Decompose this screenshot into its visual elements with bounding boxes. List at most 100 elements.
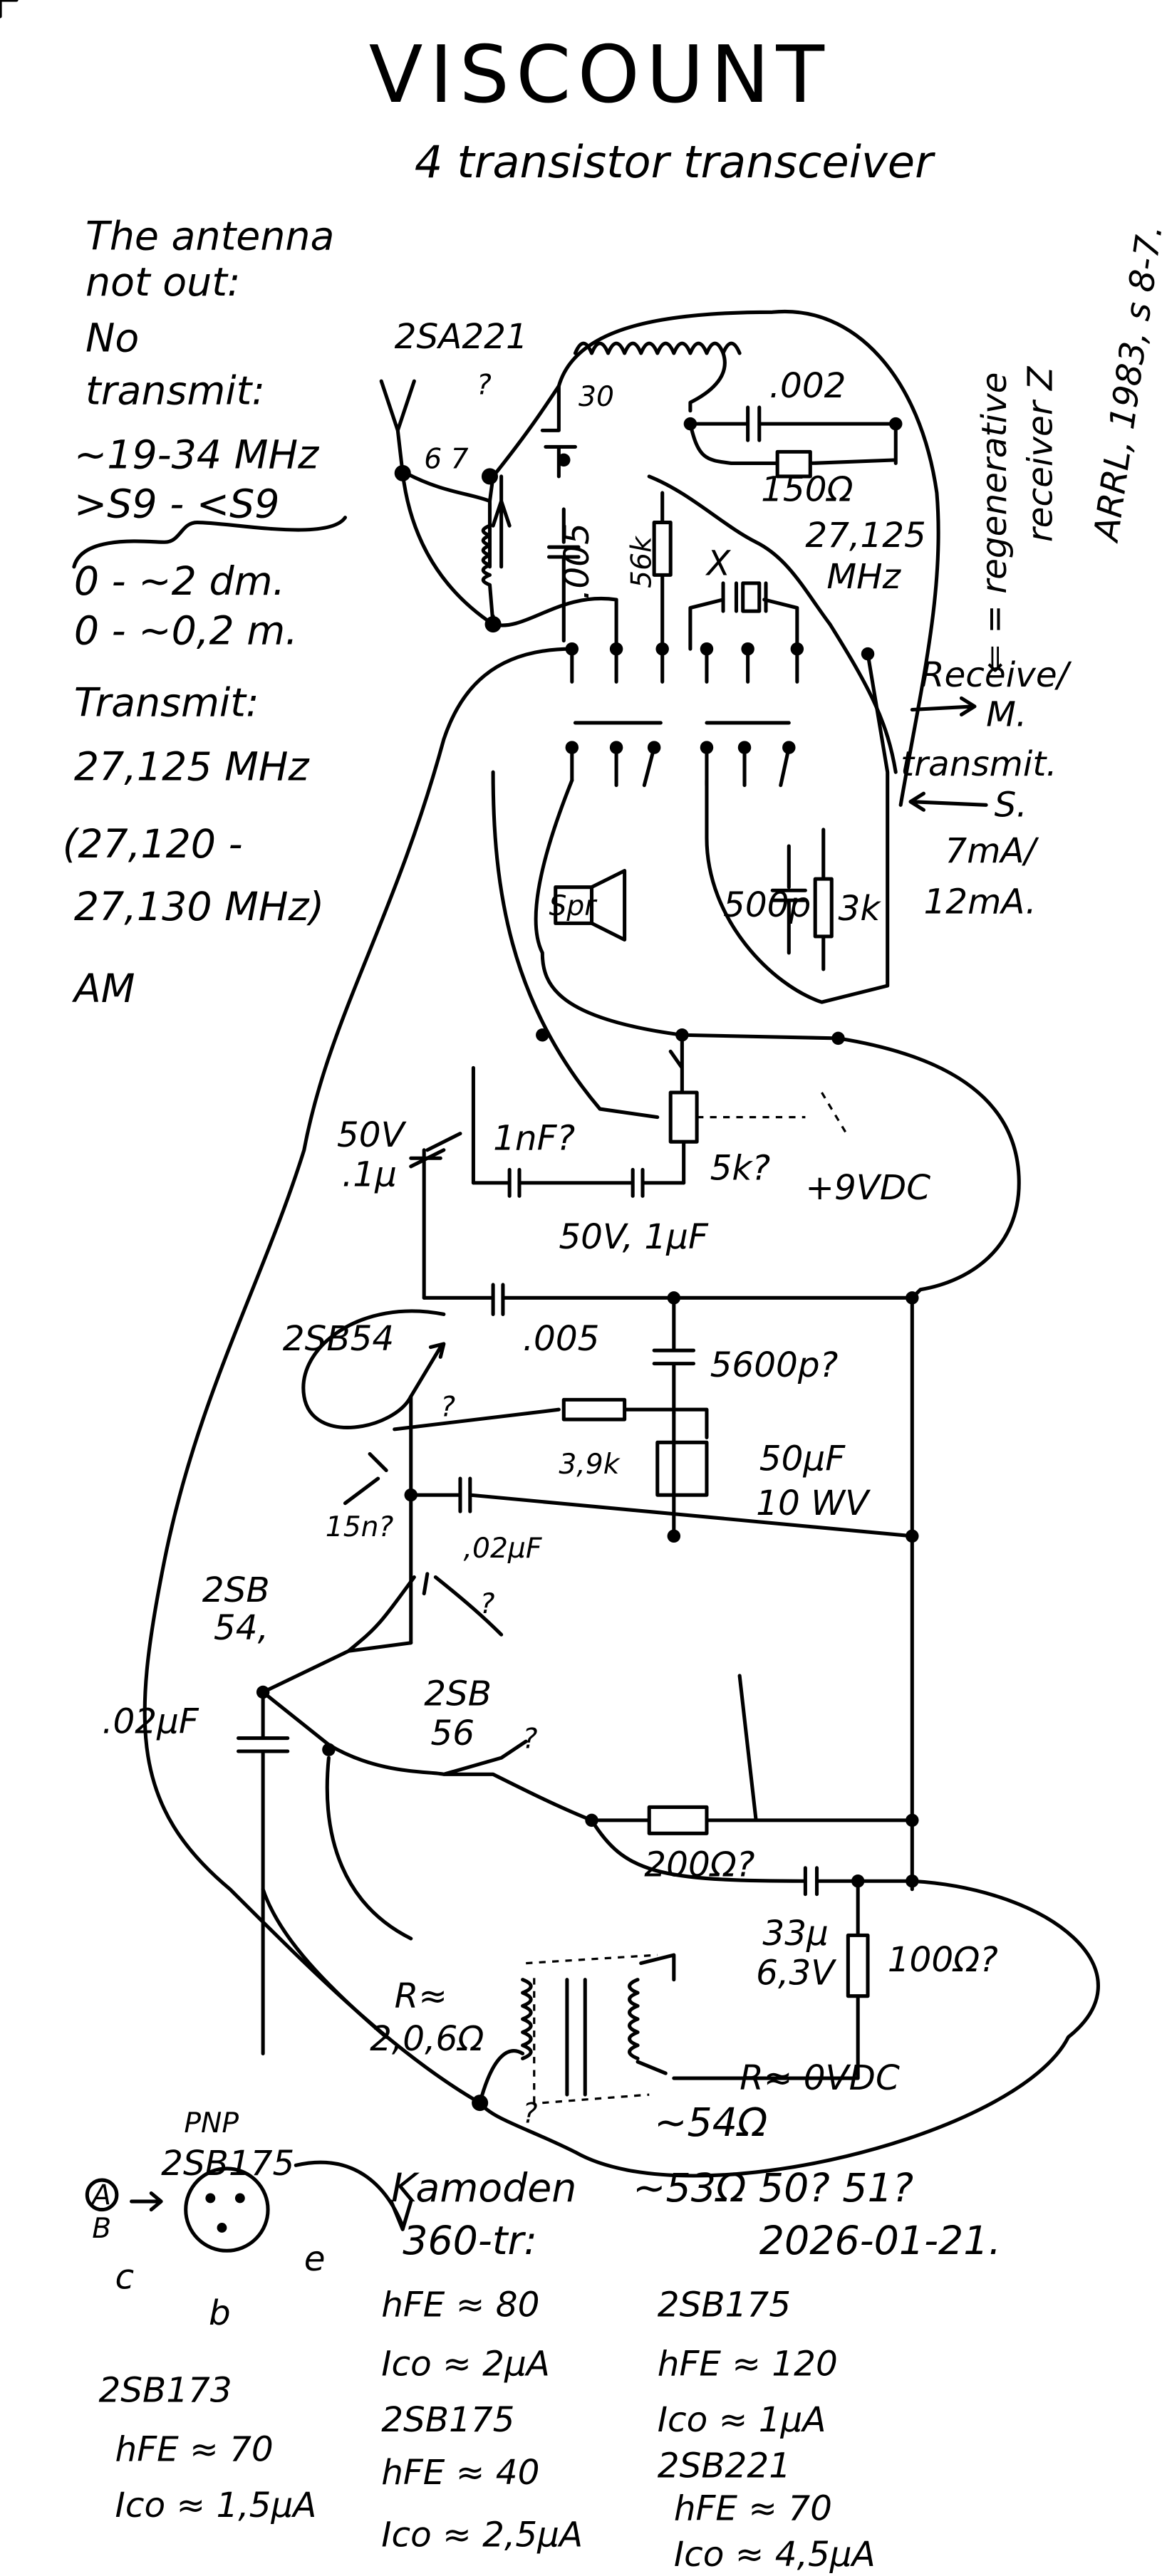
note-r-ico-2: Ico ≈ 4,5µA xyxy=(674,2535,876,2575)
pinout-a: A xyxy=(90,2180,111,2212)
note-current-tx: 12mA. xyxy=(923,882,1036,922)
coil-l2 xyxy=(481,499,495,627)
note-r-hfe-1: hFE ≈ 120 xyxy=(658,2345,838,2384)
arrow-icon xyxy=(294,2160,413,2231)
resistor-56k xyxy=(652,491,673,651)
label-c1u: .1µ xyxy=(342,1154,397,1194)
label-c02uf-left: .02µF xyxy=(102,1702,199,1742)
pinout-type: PNP xyxy=(184,2107,239,2139)
label-tr-r1-b: 2,0,6Ω xyxy=(370,2019,484,2059)
label-c50uf-v: 10 WV xyxy=(756,1483,871,1523)
note-r-part-2: 2SB221 xyxy=(658,2446,791,2486)
note-mode: AM xyxy=(72,966,135,1012)
note-freq-range: ~19-34 MHz xyxy=(74,432,320,478)
note-r-part-1: 2SB175 xyxy=(658,2285,791,2325)
note-reference: ARRL, 1983, s 8-7. xyxy=(1086,222,1162,546)
arrow-icon xyxy=(908,791,988,812)
label-supply: +9VDC xyxy=(805,1168,930,1208)
capacitor-500p xyxy=(770,844,807,955)
title: VISCOUNT xyxy=(369,29,831,121)
note-transmit-heading: Transmit: xyxy=(74,681,259,726)
label-c50v: 50V xyxy=(337,1115,407,1155)
left-notes: The antenna not out: No transmit: ~19-34… xyxy=(63,214,348,1012)
label-r200: 200Ω? xyxy=(644,1845,754,1884)
note-antenna-2: not out: xyxy=(85,260,241,306)
transistor-2sb54-q3 xyxy=(346,1572,504,1653)
label-pot5k: 5k? xyxy=(710,1148,771,1188)
pinout-b-ab: B xyxy=(92,2213,111,2245)
label-xtal: X xyxy=(705,543,732,583)
label-q4-b: 56 xyxy=(430,1714,474,1753)
label-q1-q: ? xyxy=(477,370,492,402)
note-date: 2026-01-21. xyxy=(759,2218,1001,2264)
transistor-2sb54-q2 xyxy=(301,1309,446,1429)
label-c30: 30 xyxy=(579,381,614,413)
label-q2-q: ? xyxy=(440,1391,455,1423)
label-c15n: 15n? xyxy=(326,1511,394,1543)
transistor-notes: Kamoden 360-tr: hFE ≈ 80 Ico ≈ 2µA 2SB17… xyxy=(98,2166,1001,2575)
note-receive: Receive/ xyxy=(920,655,1072,695)
speaker-icon xyxy=(554,869,627,942)
note-resistance: ~53Ω 50? 51? xyxy=(633,2166,913,2211)
pinout-e: e xyxy=(304,2239,326,2279)
label-tr-q: ? xyxy=(523,2097,538,2129)
label-c1nf: 1nF? xyxy=(493,1119,575,1159)
pinout-part: 2SB175 xyxy=(161,2144,294,2184)
pinout-a-circle xyxy=(85,2178,119,2212)
power-switch[interactable] xyxy=(697,1092,848,1135)
mode-switch[interactable] xyxy=(565,642,875,788)
right-notes: ⇐ = regenerative receiver Z ARRL, 1983, … xyxy=(901,222,1162,922)
capacitor-33u xyxy=(589,1818,914,1897)
label-q4-a: 2SB xyxy=(424,1674,492,1714)
capacitor-5600p xyxy=(652,1295,696,1415)
label-c500p: 500p xyxy=(723,885,811,925)
note-l-part: 2SB173 xyxy=(98,2370,232,2410)
note-kamoden-1: Kamoden xyxy=(391,2166,576,2211)
crystal xyxy=(721,581,768,613)
component-labels: 2SA221 6 7 ? 30 .002 150Ω 27,125 MHz .00… xyxy=(102,317,998,2146)
label-c50v1uf: 50V, 1µF xyxy=(559,1217,709,1257)
note-dist-1: 0 - ~2 dm. xyxy=(74,559,285,605)
subtitle: 4 transistor transceiver xyxy=(415,136,935,188)
brace xyxy=(72,516,348,569)
note-antenna-1: The antenna xyxy=(85,214,334,260)
corner-mark xyxy=(0,0,19,19)
note-no: No xyxy=(85,316,139,362)
note-current-rx: 7mA/ xyxy=(945,831,1039,871)
coil-l1 xyxy=(573,341,742,355)
label-c002: .002 xyxy=(769,366,846,406)
c002-r150 xyxy=(688,405,898,479)
resistor-100 xyxy=(672,1879,870,2080)
arrow-icon xyxy=(910,696,977,716)
potentiometer-5k xyxy=(668,1033,699,1185)
label-q2: 2SB54 xyxy=(283,1319,394,1359)
label-c33u: 33µ xyxy=(762,1914,828,1954)
label-q3-q: ? xyxy=(480,1588,495,1620)
label-c5600p: 5600p? xyxy=(710,1345,839,1385)
resistor-3k xyxy=(813,828,834,971)
label-q3-a: 2SB xyxy=(202,1570,270,1610)
label-tr-r1-a: R≈ xyxy=(395,1976,447,2016)
note-r-hfe-2: hFE ≈ 70 xyxy=(674,2489,832,2529)
label-c33u-v: 6,3V xyxy=(756,1954,836,1993)
antenna-icon xyxy=(379,379,416,475)
note-m: M. xyxy=(986,695,1027,735)
note-k-hfe: hFE ≈ 80 xyxy=(381,2285,539,2325)
label-r100: 100Ω? xyxy=(888,1940,998,1980)
capacitor-30 xyxy=(540,351,727,479)
resistor-200 xyxy=(589,1674,914,1835)
transistor-2sb56-q4 xyxy=(261,1690,594,1823)
note-regenerative: ⇐ = regenerative xyxy=(975,372,1015,674)
label-speaker: Spr xyxy=(549,890,598,922)
label-q3-b: 54, xyxy=(214,1608,269,1648)
label-tr-r2: R≈ 0VDC xyxy=(740,2058,900,2098)
label-c02uf: ,02µF xyxy=(464,1533,543,1565)
transistor-case-icon xyxy=(184,2166,270,2253)
label-c50uf: 50µF xyxy=(759,1439,846,1479)
capacitor-50uf xyxy=(655,1440,709,1497)
capacitor-005-top xyxy=(546,507,581,643)
note-receiver: receiver Z xyxy=(1020,365,1060,542)
pinout-c: c xyxy=(115,2257,135,2297)
note-signal: >S9 - <S9 xyxy=(74,482,280,528)
